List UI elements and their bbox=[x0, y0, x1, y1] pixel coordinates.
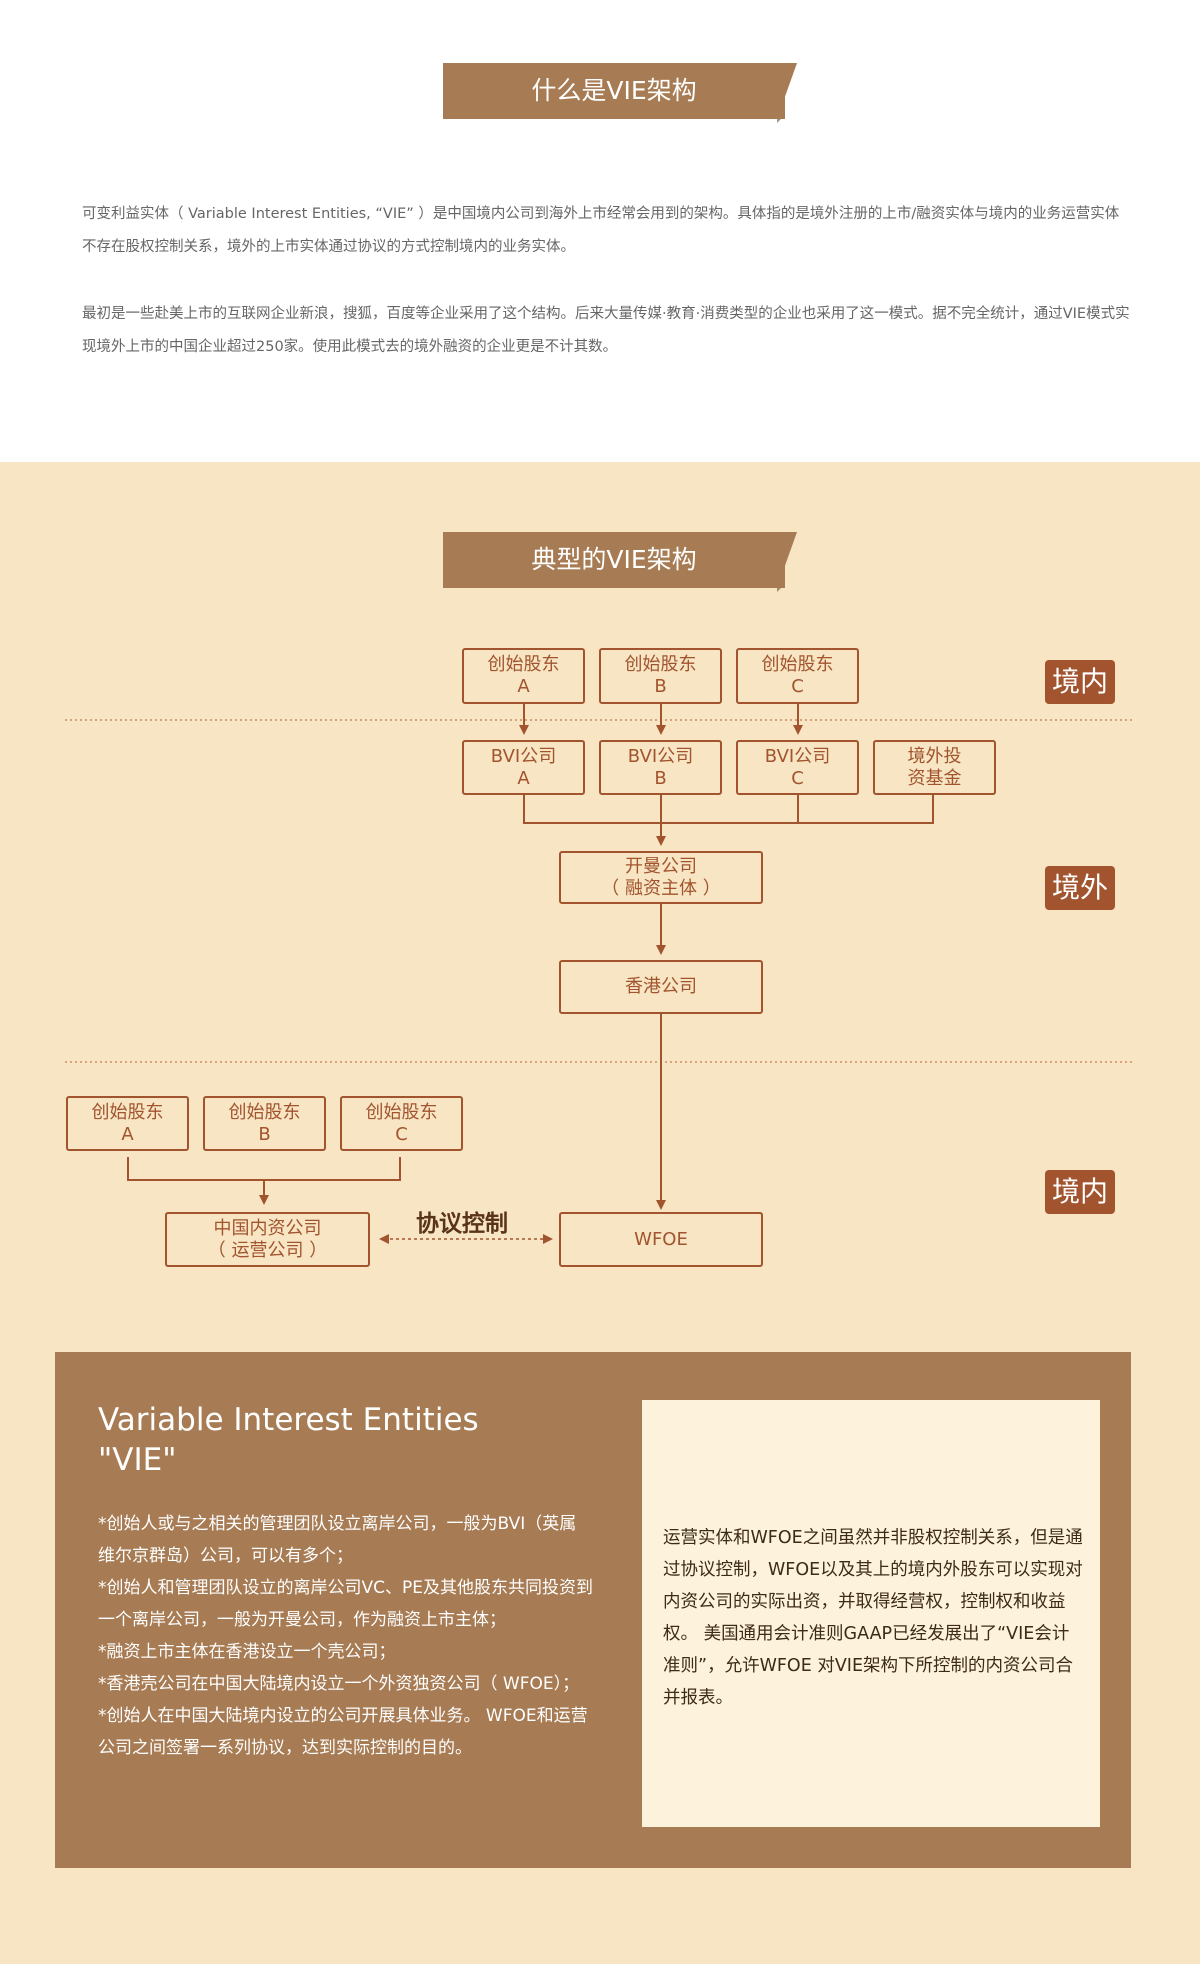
info-list-item: *创始人在中国大陆境内设立的公司开展具体业务。 WFOE和运营公司之间签署一系列… bbox=[98, 1706, 588, 1758]
founder-a-bottom-box: 创始股东 A bbox=[66, 1096, 189, 1151]
node-label: （ 融资主体 ） bbox=[601, 877, 721, 899]
node-label: C bbox=[791, 676, 804, 697]
node-label: 创始股东 bbox=[487, 654, 560, 675]
info-note-card: 运营实体和WFOE之间虽然并非股权控制关系，但是通过协议控制，WFOE以及其上的… bbox=[642, 1400, 1100, 1827]
cayman-company-box: 开曼公司 （ 融资主体 ） bbox=[559, 851, 763, 904]
node-label: 中国内资公司 bbox=[213, 1217, 322, 1239]
wfoe-box: WFOE bbox=[559, 1212, 763, 1267]
info-title: Variable Interest Entities "VIE" bbox=[98, 1400, 479, 1480]
node-label: C bbox=[395, 1123, 408, 1145]
founder-b-box: 创始股东 B bbox=[599, 648, 722, 704]
founder-c-box: 创始股东 C bbox=[736, 648, 859, 704]
node-label: A bbox=[517, 767, 530, 789]
info-list-item: *创始人或与之相关的管理团队设立离岸公司，一般为BVI（英属维尔京群岛）公司，可… bbox=[98, 1514, 577, 1566]
info-note-text: 运营实体和WFOE之间虽然并非股权控制关系，但是通过协议控制，WFOE以及其上的… bbox=[663, 1528, 1083, 1708]
info-list-item: *融资上市主体在香港设立一个壳公司； bbox=[98, 1642, 396, 1662]
zone-label-offshore: 境外 bbox=[1045, 866, 1115, 910]
node-label: B bbox=[258, 1123, 271, 1145]
info-list: *创始人或与之相关的管理团队设立离岸公司，一般为BVI（英属维尔京群岛）公司，可… bbox=[98, 1508, 593, 1764]
node-label: A bbox=[121, 1123, 134, 1145]
node-label: 创始股东 bbox=[91, 1101, 164, 1123]
node-label: 境外投 bbox=[907, 745, 962, 767]
bvi-a-box: BVI公司 A bbox=[462, 740, 585, 795]
node-label: WFOE bbox=[634, 1228, 688, 1250]
founder-c-bottom-box: 创始股东 C bbox=[340, 1096, 463, 1151]
vie-info-panel: Variable Interest Entities "VIE" *创始人或与之… bbox=[55, 1352, 1131, 1868]
node-label: B bbox=[654, 767, 667, 789]
node-label: 创始股东 bbox=[761, 654, 834, 675]
domestic-company-box: 中国内资公司 （ 运营公司 ） bbox=[165, 1212, 370, 1267]
node-label: 香港公司 bbox=[625, 976, 697, 997]
node-label: BVI公司 bbox=[490, 745, 557, 767]
zone-label-domestic-top: 境内 bbox=[1045, 660, 1115, 704]
node-label: 创始股东 bbox=[228, 1101, 301, 1123]
section-title: 什么是VIE架构 bbox=[443, 63, 785, 119]
control-agreement-label: 协议控制 bbox=[416, 1211, 508, 1237]
node-label: 开曼公司 bbox=[625, 855, 697, 877]
bvi-c-box: BVI公司 C bbox=[736, 740, 859, 795]
node-label: A bbox=[517, 676, 530, 697]
hk-company-box: 香港公司 bbox=[559, 960, 763, 1014]
node-label: C bbox=[791, 767, 804, 789]
founder-a-box: 创始股东 A bbox=[462, 648, 585, 704]
intro-paragraph-2: 最初是一些赴美上市的互联网企业新浪，搜狐，百度等企业采用了这个结构。后来大量传媒… bbox=[82, 306, 1130, 355]
bvi-b-box: BVI公司 B bbox=[599, 740, 722, 795]
founder-b-bottom-box: 创始股东 B bbox=[203, 1096, 326, 1151]
intro-paragraph-1: 可变利益实体（ Variable Interest Entities, “VIE… bbox=[82, 206, 1120, 255]
node-label: B bbox=[654, 676, 667, 697]
info-title-line-1: Variable Interest Entities bbox=[98, 1402, 479, 1438]
banner-shadow bbox=[777, 115, 785, 123]
node-label: BVI公司 bbox=[627, 745, 694, 767]
node-label: （ 运营公司 ） bbox=[207, 1239, 328, 1261]
info-title-line-2: "VIE" bbox=[98, 1442, 177, 1478]
info-list-item: *香港壳公司在中国大陆境内设立一个外资独资公司（ WFOE）； bbox=[98, 1674, 580, 1694]
node-label: 资基金 bbox=[907, 767, 962, 789]
node-label: BVI公司 bbox=[764, 745, 831, 767]
node-label: 创始股东 bbox=[624, 654, 697, 675]
diagram-title: 典型的VIE架构 bbox=[443, 532, 785, 588]
info-list-item: *创始人和管理团队设立的离岸公司VC、PE及其他股东共同投资到一个离岸公司，一般… bbox=[98, 1578, 593, 1630]
banner-shadow bbox=[777, 584, 785, 592]
offshore-fund-box: 境外投 资基金 bbox=[873, 740, 996, 795]
node-label: 创始股东 bbox=[365, 1101, 438, 1123]
zone-label-domestic-bottom: 境内 bbox=[1045, 1170, 1115, 1214]
